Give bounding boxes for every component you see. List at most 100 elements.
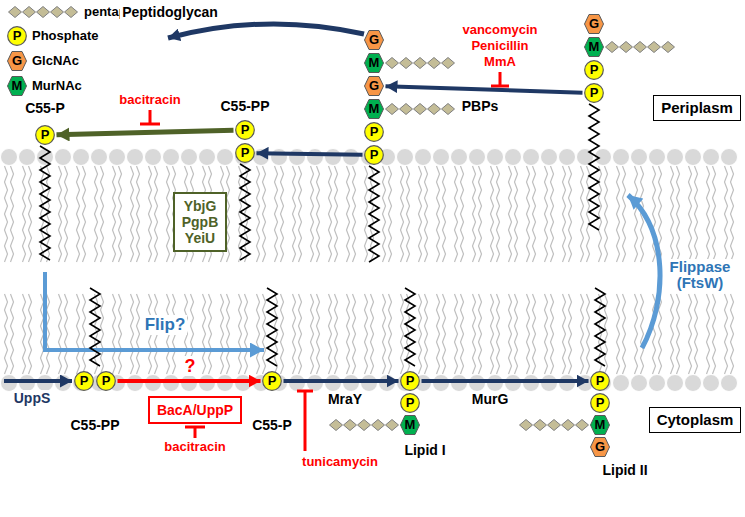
lipid-tail <box>461 294 464 374</box>
lipid-tail <box>731 294 734 374</box>
sugar-node: G <box>590 437 610 457</box>
lipid-tail <box>707 294 710 374</box>
uppS-arrow <box>4 379 72 383</box>
amino-acid-diamond <box>330 420 343 431</box>
lipid-tail <box>689 166 692 262</box>
phosphate-circle <box>97 372 116 391</box>
isoprenoid-chain <box>595 288 605 366</box>
lipid-tail <box>671 166 674 262</box>
node-text: P <box>584 83 604 103</box>
lipid-tail <box>581 294 584 374</box>
lipid-tail <box>731 166 734 262</box>
lipid-head <box>469 149 486 166</box>
lipid-tail <box>203 294 206 374</box>
lipid-tail <box>473 294 476 374</box>
lipid-head <box>325 149 342 166</box>
lipid-tail <box>353 166 356 262</box>
lipid-tail <box>695 166 698 262</box>
inhibitor-label: vancomycin Penicillin MmA <box>460 22 539 70</box>
lipid-tail <box>389 166 392 262</box>
node-text: G <box>584 14 604 34</box>
inhibitor-line <box>149 110 152 124</box>
lipid-tail <box>101 166 104 262</box>
lipid-tail <box>533 294 536 374</box>
lipid-head <box>271 149 288 166</box>
lipid-tail <box>461 166 464 262</box>
lipid-tail <box>515 294 518 374</box>
inhibitor-bar <box>491 85 509 88</box>
lipid-tail <box>713 294 716 374</box>
release-arrow <box>257 153 363 155</box>
lipid-head <box>127 149 144 166</box>
node-text: P <box>364 122 384 142</box>
product-label: Peptidoglycan <box>120 4 220 20</box>
lipid-head <box>109 149 126 166</box>
lipid-tail <box>95 294 98 374</box>
lipid-tail <box>635 166 638 262</box>
phosphate-node: P <box>400 371 420 391</box>
phosphate-node: P <box>35 125 55 145</box>
lipid-tail <box>299 294 302 374</box>
sugar-hexagon <box>8 52 27 71</box>
node-text: G <box>364 30 384 50</box>
node-text: P <box>96 371 116 391</box>
lipid-head <box>415 149 432 166</box>
sugar-hexagon <box>365 100 384 119</box>
enzyme-label: Flippase (FtsW) <box>668 259 733 291</box>
lipid-tail <box>383 166 386 262</box>
inhibitor-label: bacitracin <box>162 440 227 455</box>
lipid-tail <box>407 166 410 262</box>
lipid-head <box>307 149 324 166</box>
lipid-tail <box>335 166 338 262</box>
lipid-head <box>37 149 54 166</box>
isoprenoid-chain <box>589 104 599 230</box>
amino-acid-diamond <box>358 420 371 431</box>
lipid-tail <box>275 166 278 262</box>
phosphate-node: P <box>584 60 604 80</box>
lipid-tail <box>353 294 356 374</box>
lipid-tail <box>83 166 86 262</box>
lipid-tail <box>689 294 692 374</box>
lipid-head <box>649 149 666 166</box>
amino-acid-diamond <box>386 58 399 69</box>
phosphate-circle <box>236 121 255 140</box>
lipid-head <box>19 149 36 166</box>
process-box: YbjG PgpB YeiU <box>173 192 228 252</box>
node-text: P <box>74 371 94 391</box>
pathway-arrow <box>422 379 589 383</box>
phosphate-circle <box>8 27 27 46</box>
lipid-tail <box>713 166 716 262</box>
amino-acid-diamond <box>520 420 533 431</box>
lipid-tail <box>365 294 368 374</box>
lipid-tail <box>707 166 710 262</box>
lipid-head <box>703 375 720 392</box>
amino-acid-diamond <box>576 420 589 431</box>
amino-acid-diamond <box>606 42 619 53</box>
lipid-tail <box>563 294 566 374</box>
amino-acid-diamond <box>442 104 455 115</box>
sugar-hexagon <box>591 438 610 457</box>
sugar-hexagon <box>585 38 604 57</box>
lipid-tail <box>155 166 158 262</box>
lipid-tail <box>383 294 386 374</box>
node-text: M <box>400 415 420 435</box>
lipid-tail <box>83 294 86 374</box>
phosphate-circle <box>263 372 282 391</box>
lipid-tail <box>365 166 368 262</box>
amino-acid-diamond <box>51 7 64 18</box>
phosphate-node: P <box>584 83 604 103</box>
lipid-tail <box>419 294 422 374</box>
lipid-tail <box>77 166 80 262</box>
amino-acid-diamond <box>400 104 413 115</box>
lipid-tail <box>437 166 440 262</box>
sugar-hexagon <box>8 77 27 96</box>
lipid-head <box>613 375 630 392</box>
lipid-head <box>343 149 360 166</box>
transglycosylation-arrow <box>386 86 583 92</box>
lipid-tail <box>599 166 602 262</box>
lipid-head <box>433 149 450 166</box>
amino-acid-diamond <box>562 420 575 431</box>
lipid-tail <box>527 166 530 262</box>
enzyme-label: UppS <box>12 390 53 406</box>
lipid-tail <box>311 294 314 374</box>
